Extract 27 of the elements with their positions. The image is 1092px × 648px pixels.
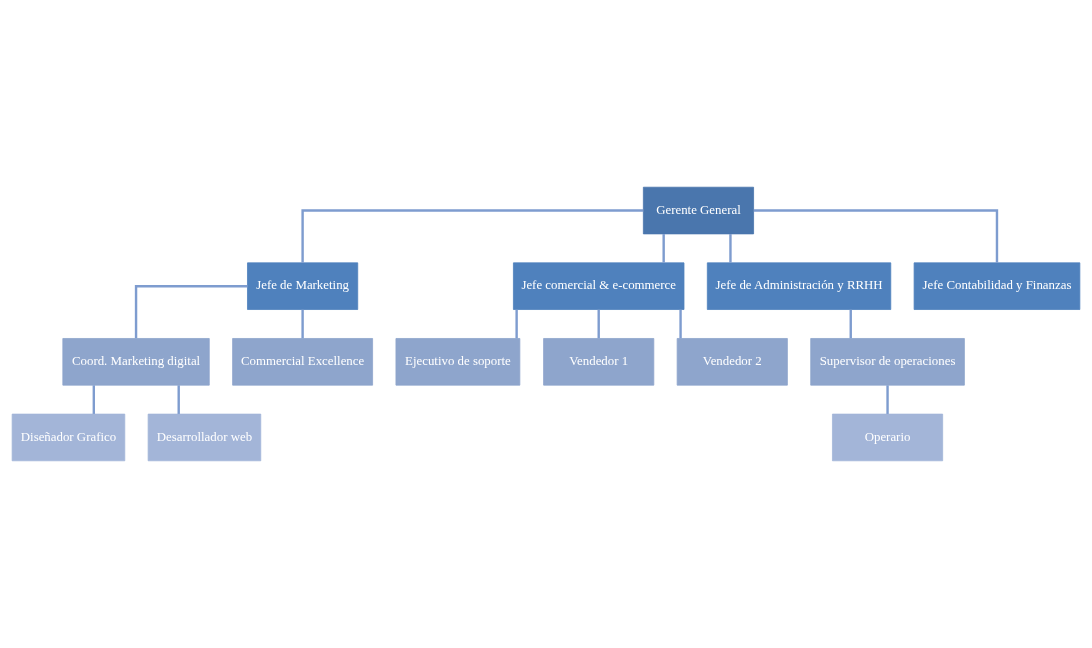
connector — [301, 309, 304, 339]
connector — [597, 309, 600, 339]
node-box: Diseñador Grafico — [11, 413, 126, 462]
connector — [662, 234, 665, 263]
node-box: Commercial Excellence — [232, 338, 373, 386]
node-box: Vendedor 2 — [676, 338, 788, 386]
connector — [177, 385, 180, 414]
node-box: Operario — [832, 413, 944, 462]
node-box: Supervisor de operaciones — [810, 338, 965, 386]
connector — [886, 385, 889, 414]
node-box: Vendedor 1 — [543, 338, 655, 386]
node-box: Jefe comercial & e-commerce — [513, 262, 685, 310]
connector — [134, 284, 248, 339]
node-box: Gerente General — [642, 186, 754, 235]
connector — [301, 209, 644, 263]
connector — [92, 385, 96, 414]
connector — [729, 234, 732, 263]
node-box: Jefe de Administración y RRHH — [706, 262, 892, 310]
connector — [849, 309, 852, 339]
connector — [753, 209, 999, 263]
connector — [679, 309, 682, 339]
node-box: Ejecutivo de soporte — [395, 338, 521, 386]
connector — [515, 309, 518, 339]
node-box: Jefe de Marketing — [247, 262, 359, 310]
node-box: Jefe Contabilidad y Finanzas — [913, 262, 1081, 310]
node-box: Desarrollador web — [147, 413, 262, 462]
node-box: Coord. Marketing digital — [62, 338, 210, 386]
